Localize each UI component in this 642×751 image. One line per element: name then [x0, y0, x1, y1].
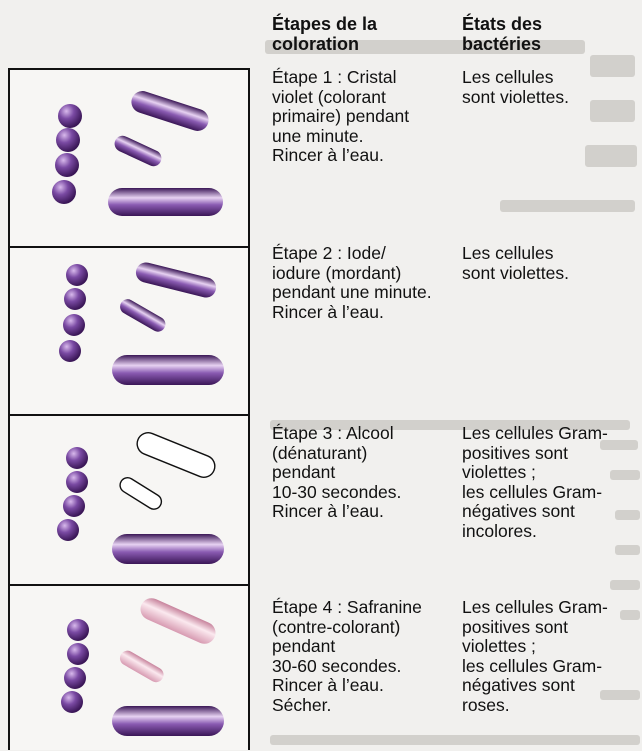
- bacteria-illustration-step-2: [10, 248, 248, 414]
- state-text-line: les cellules Gram-: [462, 483, 608, 503]
- bacteria-illustration-step-3: [10, 416, 248, 584]
- step-text-line: Rincer à l’eau.: [272, 676, 422, 696]
- state-text-line: violettes ;: [462, 637, 608, 657]
- state-text-line: positives sont: [462, 444, 608, 464]
- state-text-line: négatives sont: [462, 676, 608, 696]
- step-3-description: Étape 3 : Alcool (dénaturant) pendant 10…: [272, 424, 401, 522]
- gram-negative-bacilli: [112, 260, 224, 385]
- stain-panel-step-2: [8, 246, 250, 416]
- bacteria-illustration-step-4: [10, 586, 248, 750]
- state-text-line: Les cellules: [462, 68, 569, 88]
- state-3-description: Les cellules Gram- positives sont violet…: [462, 424, 608, 541]
- stain-panel-step-3: [8, 414, 250, 586]
- stain-panel-step-4: [8, 584, 250, 750]
- gram-positive-cocci-chain: [52, 104, 82, 204]
- state-text-line: violettes ;: [462, 463, 608, 483]
- gram-positive-cocci-chain: [57, 447, 88, 541]
- step-2-description: Étape 2 : Iode/ iodure (mordant) pendant…: [272, 244, 432, 322]
- step-text-line: iodure (mordant): [272, 264, 432, 284]
- step-1-description: Étape 1 : Cristal violet (colorant prima…: [272, 68, 409, 166]
- step-text-line: Étape 1 : Cristal: [272, 68, 409, 88]
- step-text-line: 10-30 secondes.: [272, 483, 401, 503]
- state-text-line: sont violettes.: [462, 88, 569, 108]
- state-text-line: Les cellules Gram-: [462, 598, 608, 618]
- step-text-line: pendant une minute.: [272, 283, 432, 303]
- state-text-line: positives sont: [462, 618, 608, 638]
- gram-positive-bacillus: [112, 706, 224, 736]
- state-1-description: Les cellules sont violettes.: [462, 68, 569, 107]
- gram-negative-bacilli: [108, 88, 223, 216]
- step-text-line: une minute.: [272, 127, 409, 147]
- step-text-line: pendant: [272, 463, 401, 483]
- state-text-line: roses.: [462, 696, 608, 716]
- stain-panel-step-1: [8, 68, 250, 248]
- step-text-line: Rincer à l’eau.: [272, 146, 409, 166]
- step-text-line: primaire) pendant: [272, 107, 409, 127]
- step-4-description: Étape 4 : Safranine (contre-colorant) pe…: [272, 598, 422, 715]
- state-4-description: Les cellules Gram- positives sont violet…: [462, 598, 608, 715]
- gram-negative-bacilli-pink: [117, 595, 219, 685]
- step-text-line: Rincer à l’eau.: [272, 303, 432, 323]
- step-text-line: pendant: [272, 637, 422, 657]
- steps-header-line: Étapes de la: [272, 14, 377, 34]
- gram-positive-cocci-chain: [59, 264, 88, 362]
- gram-negative-bacilli-colorless: [117, 429, 218, 512]
- step-text-line: 30-60 secondes.: [272, 657, 422, 677]
- state-text-line: les cellules Gram-: [462, 657, 608, 677]
- steps-header-line: coloration: [272, 34, 377, 54]
- step-text-line: Étape 3 : Alcool: [272, 424, 401, 444]
- step-text-line: Sécher.: [272, 696, 422, 716]
- step-text-line: Étape 4 : Safranine: [272, 598, 422, 618]
- states-header-line: États des: [462, 14, 542, 34]
- gram-positive-cocci-chain: [61, 619, 89, 713]
- step-text-line: Rincer à l’eau.: [272, 502, 401, 522]
- state-text-line: Les cellules: [462, 244, 569, 264]
- state-text-line: sont violettes.: [462, 264, 569, 284]
- states-column-header: États des bactéries: [462, 14, 542, 54]
- step-text-line: Étape 2 : Iode/: [272, 244, 432, 264]
- step-text-line: (dénaturant): [272, 444, 401, 464]
- state-text-line: incolores.: [462, 522, 608, 542]
- gram-positive-bacillus: [112, 534, 224, 564]
- state-2-description: Les cellules sont violettes.: [462, 244, 569, 283]
- step-text-line: violet (colorant: [272, 88, 409, 108]
- state-text-line: négatives sont: [462, 502, 608, 522]
- bacteria-illustration-step-1: [10, 70, 248, 246]
- states-header-line: bactéries: [462, 34, 542, 54]
- step-text-line: (contre-colorant): [272, 618, 422, 638]
- steps-column-header: Étapes de la coloration: [272, 14, 377, 54]
- state-text-line: Les cellules Gram-: [462, 424, 608, 444]
